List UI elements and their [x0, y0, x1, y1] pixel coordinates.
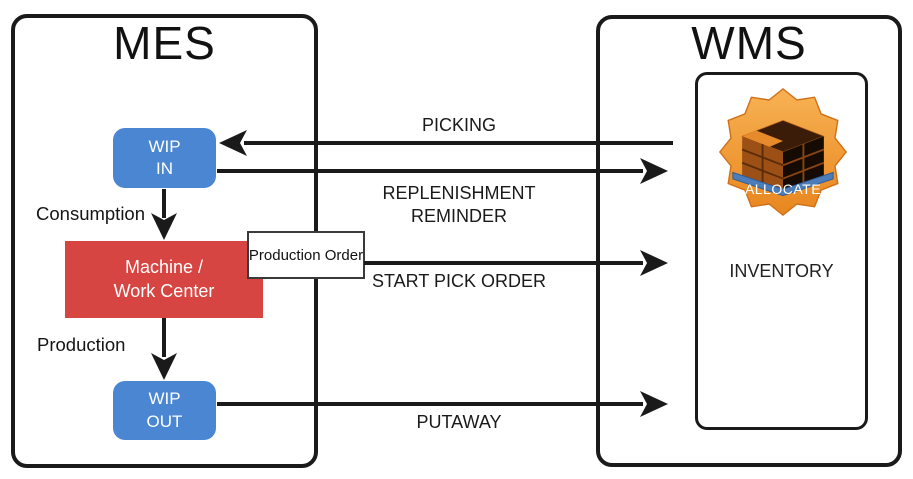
production-label: Production: [37, 334, 126, 355]
wip-out-node: WIP OUT: [113, 381, 216, 440]
machine-label-line1: Machine /: [124, 256, 204, 277]
production-order-box: Production Order: [247, 231, 365, 279]
wip-out-label-line1: WIP: [148, 389, 181, 409]
allocate-badge-icon: [718, 87, 848, 217]
inventory-label: INVENTORY: [729, 261, 834, 281]
picking-flow-label: PICKING: [421, 115, 496, 135]
putaway-flow-label: PUTAWAY: [416, 412, 502, 432]
production-order-label: Production Order: [248, 246, 364, 264]
pallet-boxes-icon: [732, 120, 834, 197]
machine-work-center-node: Machine / Work Center: [65, 241, 263, 318]
start-pick-order-flow-label: START PICK ORDER: [371, 271, 547, 291]
wms-system-box: [596, 15, 902, 467]
replenishment-flow-label-line2: REMINDER: [410, 206, 507, 226]
machine-label-line2: Work Center: [113, 280, 215, 301]
replenishment-flow-label-line1: REPLENISHMENT: [382, 183, 536, 203]
replenishment-flow-label: REPLENISHMENT REMINDER: [318, 182, 600, 228]
wip-in-label-line2: IN: [156, 159, 173, 178]
allocate-badge-label: ALLOCATE: [744, 181, 822, 197]
wip-in-node: WIP IN: [113, 128, 216, 188]
mes-title: MES: [113, 17, 216, 69]
wip-out-label-line2: OUT: [146, 411, 183, 431]
wms-title: WMS: [691, 17, 807, 69]
wip-in-label-line1: WIP: [148, 136, 181, 156]
consumption-label: Consumption: [36, 203, 146, 224]
